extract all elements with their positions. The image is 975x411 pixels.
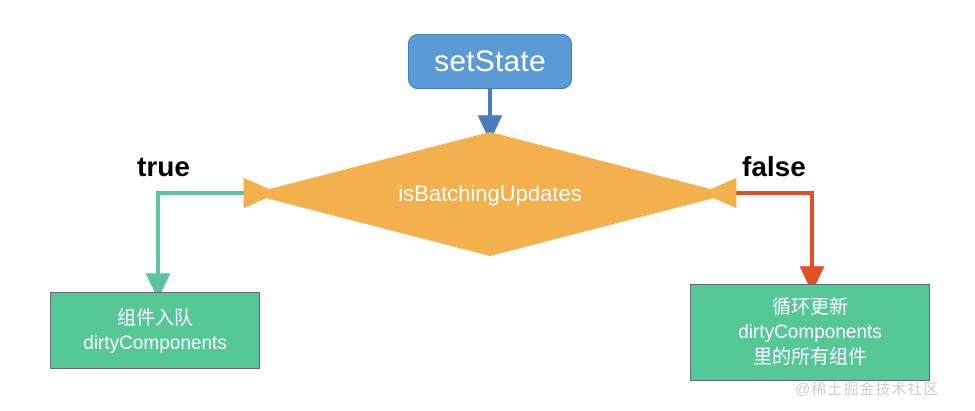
node-rerender-line-2: dirtyComponents bbox=[738, 322, 882, 343]
node-queue-line-2: dirtyComponents bbox=[83, 332, 227, 354]
node-rerender-line-3: 里的所有组件 bbox=[752, 347, 867, 368]
node-queue-dirtycomponents[interactable]: 组件入队 dirtyComponents bbox=[50, 292, 260, 369]
node-isbatchingupdates[interactable]: isBatchingUpdates bbox=[250, 132, 730, 256]
node-rerender-line-1: 循环更新 bbox=[771, 297, 848, 318]
branch-label-false: false bbox=[742, 151, 806, 182]
node-queue-line-1: 组件入队 bbox=[116, 307, 193, 329]
edge-true-branch bbox=[145, 177, 278, 300]
node-rerender-dirtycomponents[interactable]: 循环更新 dirtyComponents 里的所有组件 bbox=[690, 284, 930, 381]
node-setstate[interactable]: setState bbox=[408, 34, 572, 89]
branch-label-true: true bbox=[137, 151, 190, 182]
watermark: @稀土掘金技术社区 bbox=[795, 381, 940, 398]
edge-false-branch bbox=[702, 177, 825, 293]
node-setstate-label: setState bbox=[434, 44, 546, 78]
node-isbatchingupdates-label: isBatchingUpdates bbox=[398, 181, 582, 206]
